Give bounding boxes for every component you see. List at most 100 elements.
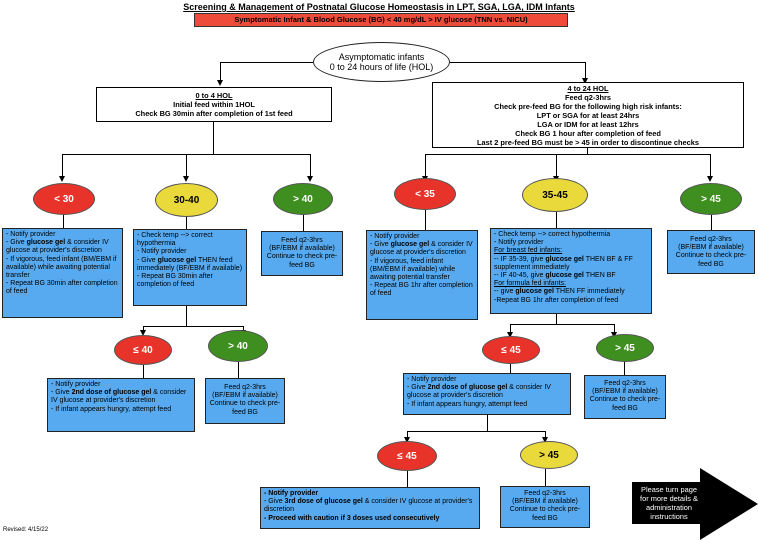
text-span: - Give (137, 256, 158, 264)
text-line: for more details & (640, 494, 698, 503)
text-line: Feed q2-3hrs (604, 380, 646, 387)
text-line: -Repeat BG 1hr after completion of feed (494, 296, 619, 304)
text-line: For formula fed infants: (494, 280, 566, 288)
text-line: Please turn page (641, 485, 697, 494)
text-line: - Give glucose gel & consider IV glucose… (6, 239, 119, 255)
text-span: - Give (51, 389, 72, 397)
oval-gt40-second: > 40 (208, 330, 268, 362)
oval-le45: ≤ 45 (482, 336, 540, 364)
left-header-line1: 0 to 4 HOL (195, 91, 233, 100)
text-line: (BF/EBM if available) (678, 244, 744, 252)
text-line: Continue to check pre-feed BG (266, 253, 338, 269)
text-line: Continue to check pre-feed BG (209, 400, 281, 416)
start-line2: 0 to 24 hours of life (HOL) (329, 62, 434, 72)
text-line: - Repeat BG 30min after completion of fe… (137, 273, 213, 289)
text-line: - Check temp --> correct hypothermia (137, 232, 213, 248)
right-header-line1: 4 to 24 HOL (567, 84, 609, 93)
box-le45-third-actions: - Notify provider - Give 3rd dose of glu… (260, 487, 480, 529)
text-span: THEN BF & FF supplement immediately (494, 255, 633, 271)
revised-date: Revised: 4/15/22 (3, 527, 49, 533)
oval-30-40: 30-40 (155, 183, 218, 217)
text-span: & consider IV glucose at provider's disc… (51, 389, 187, 405)
glucose-gel-text: 3rd dose of glucose gel (284, 498, 363, 506)
left-header-box: 0 to 4 HOL Initial feed within 1HOL Chec… (96, 87, 332, 122)
oval-lt30: < 30 (33, 183, 95, 215)
text-span: - Give (6, 239, 27, 247)
oval-gt40: > 40 (273, 183, 333, 215)
text-line: -- IF 35-39, give glucose gel THEN BF & … (494, 256, 648, 272)
text-span: THEN feed immediately (BF/EBM if availab… (137, 256, 243, 272)
text-line: Feed q2-3hrs (690, 236, 732, 243)
connector (220, 62, 313, 63)
start-ellipse: Asymptomatic infants 0 to 24 hours of li… (313, 42, 450, 82)
box-gt40-actions: Feed q2-3hrs (BF/EBM if available) Conti… (261, 231, 343, 276)
text-span: & consider IV glucose at provider's disc… (6, 239, 109, 255)
box-lt30-actions: - Notify provider - Give glucose gel & c… (2, 228, 123, 318)
text-line: - Notify provider (264, 490, 319, 497)
box-gt45-actions: Feed q2-3hrs (BF/EBM if available) Conti… (667, 230, 755, 274)
glucose-gel-text: 2nd dose of glucose gel (71, 389, 152, 397)
text-line: Feed q2-3hrs (281, 237, 323, 244)
text-line: -- IF 40-45, give glucose gel THEN BF (494, 272, 648, 280)
glucose-gel-text: glucose gel (26, 239, 66, 247)
text-line: (BF/EBM if available) (269, 245, 335, 253)
right-header-line5: LGA or IDM for at least 12hrs (537, 120, 639, 129)
page-turn-note: Please turn page for more details & admi… (632, 482, 706, 524)
box-le40-actions: - Notify provider - Give 2nd dose of glu… (47, 378, 195, 432)
text-line: - Give 2nd dose of glucose gel & conside… (407, 384, 567, 400)
text-span: -- IF 40-45, give (494, 272, 546, 280)
text-line: - Give glucose gel THEN feed immediately… (137, 257, 243, 273)
left-header-line2: Initial feed within 1HOL (173, 100, 255, 109)
text-line: -- give glucose gel THEN FF immediately (494, 288, 648, 296)
text-line: - Check temp --> correct hypothermia (494, 231, 611, 238)
right-header-box: 4 to 24 HOL Feed q2-3hrs Check pre-feed … (432, 82, 744, 148)
text-span: & consider IV glucose at provider's disc… (370, 241, 473, 257)
text-line: administration instructions (645, 503, 692, 521)
oval-gt45-third: > 45 (520, 441, 578, 469)
right-header-line3: Check pre-feed BG for the following high… (494, 102, 682, 111)
text-line: - Notify provider (137, 248, 187, 256)
text-line: - If infant appears hungry, attempt feed (51, 405, 172, 413)
left-header-line3: Check BG 30min after completion of 1st f… (135, 109, 293, 118)
oval-lt35: < 35 (394, 178, 456, 210)
oval-35-45: 35-45 (522, 178, 588, 212)
glucose-gel-text: 2nd dose of glucose gel (427, 384, 508, 392)
text-line: - Give 3rd dose of glucose gel & conside… (264, 498, 476, 514)
text-line: - Notify provider (51, 381, 101, 388)
text-line: (BF/EBM if available) (212, 392, 278, 400)
box-lt35-actions: - Notify provider - Give glucose gel & c… (366, 230, 478, 320)
box-gt45-second-actions: Feed q2-3hrs (BF/EBM if available) Conti… (584, 375, 666, 419)
text-line: Continue to check pre-feed BG (589, 396, 661, 412)
text-line: Continue to check pre-feed BG (509, 506, 581, 522)
text-line: - Notify provider (407, 376, 457, 383)
oval-le40: ≤ 40 (114, 335, 172, 365)
text-span: -- IF 35-39, give (494, 255, 546, 263)
text-line: Feed q2-3hrs (224, 384, 266, 391)
text-span: - Give (407, 384, 428, 392)
text-span: & consider IV glucose at provider's disc… (407, 384, 551, 400)
text-span: - Give (370, 241, 391, 249)
text-line: - Notify provider (370, 233, 420, 240)
text-line: Continue to check pre-feed BG (675, 252, 747, 268)
text-line: - Repeat BG 1hr after completion of feed (370, 282, 473, 298)
glucose-gel-text: glucose gel (390, 241, 430, 249)
box-gt45-third-actions: Feed q2-3hrs (BF/EBM if available) Conti… (500, 486, 590, 528)
text-span: THEN FF immediately (553, 288, 625, 296)
text-line: - Repeat BG 30min after completion of fe… (6, 280, 118, 296)
box-35-45-actions: - Check temp --> correct hypothermia - N… (490, 228, 652, 314)
text-line: Feed q2-3hrs (524, 490, 566, 497)
start-line1: Asymptomatic infants (338, 52, 425, 62)
oval-gt45: > 45 (680, 183, 742, 215)
text-line: - Give 2nd dose of glucose gel & conside… (51, 389, 191, 405)
right-arrow-icon (700, 468, 758, 540)
text-line: - Notify provider (6, 231, 56, 238)
text-span: Notify provider (268, 490, 319, 497)
text-line: (BF/EBM if available) (512, 498, 578, 506)
box-30-40-actions: - Check temp --> correct hypothermia - N… (133, 229, 247, 306)
page-title: Screening & Management of Postnatal Gluc… (183, 2, 575, 12)
text-line: - Proceed with caution if 3 doses used c… (264, 514, 440, 522)
text-span: -- give (494, 288, 516, 296)
oval-le45-third: ≤ 45 (377, 441, 437, 471)
text-line: - If vigorous, feed infant (BM/EBM if av… (370, 257, 456, 282)
right-header-line7: Last 2 pre-feed BG must be > 45 in order… (477, 138, 699, 147)
